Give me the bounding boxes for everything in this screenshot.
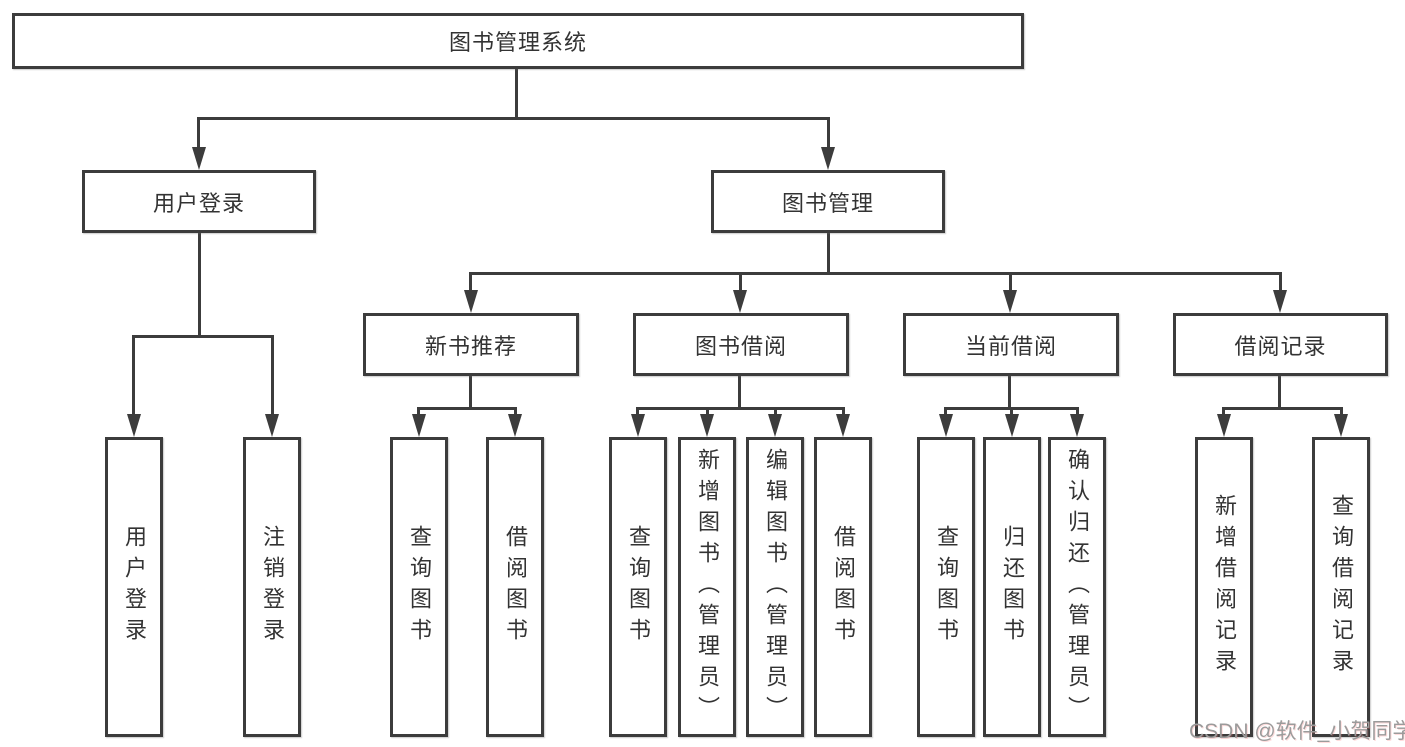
arrowhead-icon bbox=[768, 414, 782, 437]
node-label: 借阅记录 bbox=[1234, 333, 1327, 359]
node-label: 编辑图书（管理员） bbox=[763, 447, 788, 727]
connector-line bbox=[132, 335, 274, 338]
leaf-query-borrow-record: 查询借阅记录 bbox=[1312, 437, 1370, 737]
connector-line bbox=[198, 233, 201, 335]
node-label: 新增图书（管理员） bbox=[695, 447, 720, 727]
connector-line bbox=[944, 407, 947, 417]
node-label: 借阅图书 bbox=[831, 525, 856, 649]
leaf-borrow-books-borrowing: 借阅图书 bbox=[814, 437, 872, 737]
connector-line bbox=[469, 376, 472, 407]
connector-line bbox=[469, 272, 472, 292]
connector-line bbox=[842, 407, 845, 417]
node-book-borrowing: 图书借阅 bbox=[633, 313, 849, 376]
arrowhead-icon bbox=[464, 290, 478, 313]
connector-line bbox=[417, 407, 420, 417]
arrowhead-icon bbox=[821, 147, 835, 170]
arrowhead-icon bbox=[836, 414, 850, 437]
connector-line bbox=[271, 335, 274, 417]
leaf-query-books-current: 查询图书 bbox=[917, 437, 975, 737]
node-book-management: 图书管理 bbox=[711, 170, 945, 233]
connector-line bbox=[827, 233, 830, 272]
arrowhead-icon bbox=[1003, 290, 1017, 313]
arrowhead-icon bbox=[127, 414, 141, 437]
connector-line bbox=[774, 407, 777, 417]
connector-line bbox=[827, 117, 830, 151]
arrowhead-icon bbox=[1005, 414, 1019, 437]
node-label: 图书管理 bbox=[781, 190, 874, 216]
leaf-logout: 注销登录 bbox=[243, 437, 301, 737]
arrowhead-icon bbox=[1273, 290, 1287, 313]
node-label: 新书推荐 bbox=[424, 333, 517, 359]
csdn-watermark: CSDN @软件_小贺同学 bbox=[1189, 720, 1405, 743]
arrowhead-icon bbox=[412, 414, 426, 437]
connector-line bbox=[1009, 272, 1012, 292]
leaf-borrow-books-recommend: 借阅图书 bbox=[486, 437, 544, 737]
leaf-confirm-return-admin: 确认归还（管理员） bbox=[1048, 437, 1106, 737]
connector-line bbox=[197, 117, 830, 120]
node-label: 借阅图书 bbox=[503, 525, 528, 649]
connector-line bbox=[1222, 407, 1343, 410]
connector-line bbox=[469, 272, 1282, 275]
node-new-book-recommend: 新书推荐 bbox=[363, 313, 579, 376]
connector-line bbox=[636, 407, 845, 410]
leaf-add-borrow-record: 新增借阅记录 bbox=[1195, 437, 1253, 737]
node-label: 用户登录 bbox=[122, 525, 147, 649]
connector-line bbox=[1279, 272, 1282, 292]
connector-line bbox=[514, 407, 517, 417]
node-label: 查询图书 bbox=[934, 525, 959, 649]
arrowhead-icon bbox=[265, 414, 279, 437]
connector-line bbox=[1076, 407, 1079, 417]
node-label: 用户登录 bbox=[152, 190, 245, 216]
node-label: 新增借阅记录 bbox=[1212, 494, 1237, 680]
leaf-user-login: 用户登录 bbox=[105, 437, 163, 737]
node-label: 确认归还（管理员） bbox=[1065, 447, 1090, 727]
connector-line bbox=[515, 69, 518, 117]
node-library-management-system: 图书管理系统 bbox=[12, 13, 1024, 69]
connector-line bbox=[1278, 376, 1281, 407]
arrowhead-icon bbox=[1217, 414, 1231, 437]
connector-line bbox=[1340, 407, 1343, 417]
node-label: 注销登录 bbox=[260, 525, 285, 649]
connector-line bbox=[739, 272, 742, 292]
leaf-add-book-admin: 新增图书（管理员） bbox=[678, 437, 736, 737]
node-borrowing-records: 借阅记录 bbox=[1173, 313, 1388, 376]
node-label: 当前借阅 bbox=[964, 333, 1057, 359]
connector-line bbox=[1008, 376, 1011, 407]
leaf-return-books: 归还图书 bbox=[983, 437, 1041, 737]
arrowhead-icon bbox=[1334, 414, 1348, 437]
node-label: 查询图书 bbox=[626, 525, 651, 649]
node-label: 查询借阅记录 bbox=[1329, 494, 1354, 680]
node-label: 图书借阅 bbox=[694, 333, 787, 359]
connector-line bbox=[1010, 407, 1013, 417]
leaf-query-books-recommend: 查询图书 bbox=[390, 437, 448, 737]
arrowhead-icon bbox=[631, 414, 645, 437]
node-label: 图书管理系统 bbox=[448, 30, 587, 55]
node-label: 归还图书 bbox=[1000, 525, 1025, 649]
connector-line bbox=[636, 407, 639, 417]
connector-line bbox=[417, 407, 517, 410]
connector-line bbox=[706, 407, 709, 417]
arrowhead-icon bbox=[1070, 414, 1084, 437]
arrowhead-icon bbox=[700, 414, 714, 437]
node-user-login: 用户登录 bbox=[82, 170, 316, 233]
arrowhead-icon bbox=[508, 414, 522, 437]
node-current-borrowing: 当前借阅 bbox=[903, 313, 1119, 376]
connector-line bbox=[738, 376, 741, 407]
arrowhead-icon bbox=[939, 414, 953, 437]
leaf-edit-book-admin: 编辑图书（管理员） bbox=[746, 437, 804, 737]
node-label: 查询图书 bbox=[407, 525, 432, 649]
arrowhead-icon bbox=[192, 147, 206, 170]
connector-line bbox=[132, 335, 135, 417]
leaf-query-books-borrowing: 查询图书 bbox=[609, 437, 667, 737]
connector-line bbox=[197, 117, 200, 151]
arrowhead-icon bbox=[733, 290, 747, 313]
connector-line bbox=[1222, 407, 1225, 417]
